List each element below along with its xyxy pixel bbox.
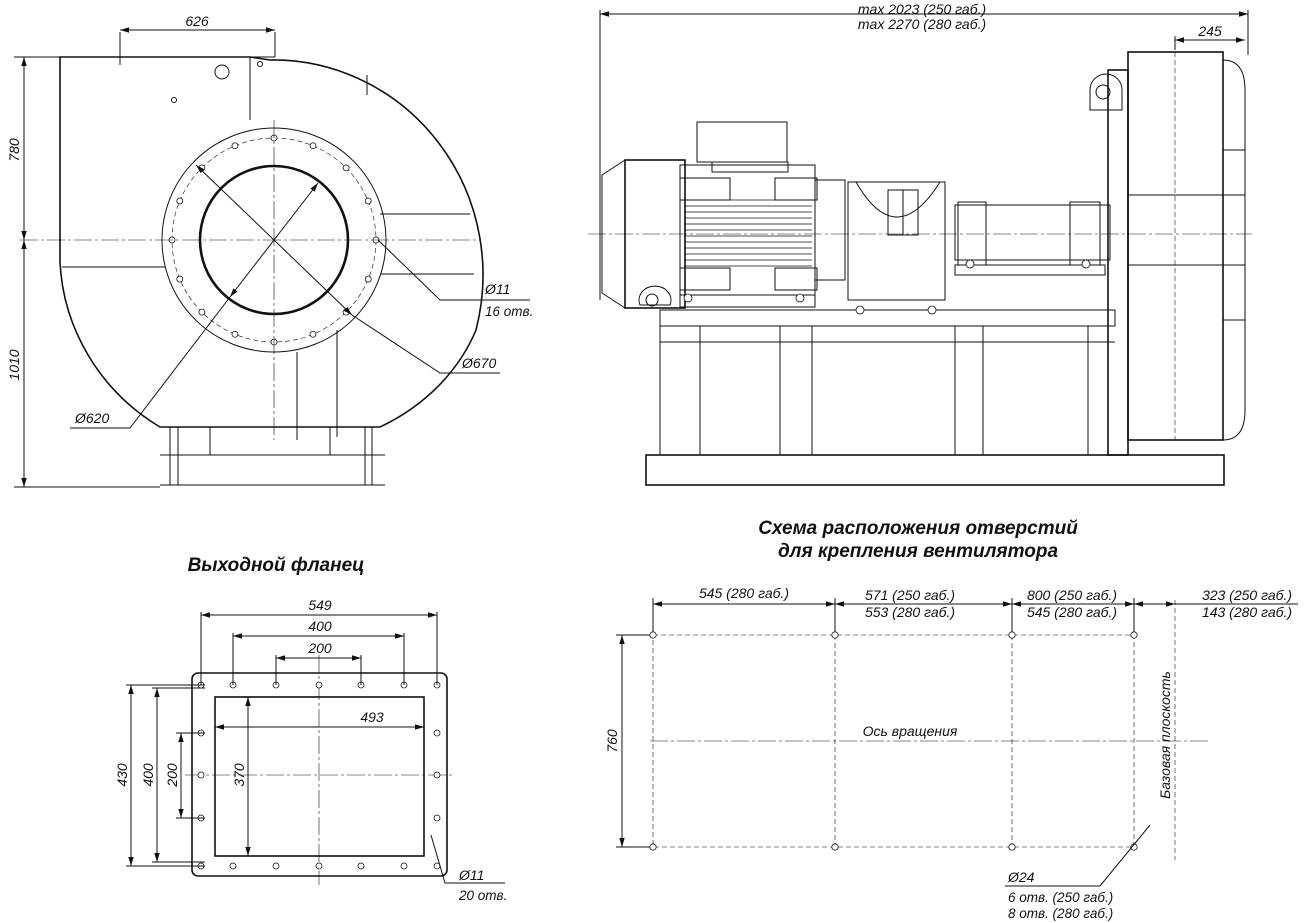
outlet-flange-view: Выходной фланец 549 400 200 493 430 400 … [114,555,507,903]
mount-dim-4a: 323 (250 габ.) [1202,587,1292,603]
inlet-bolt-hole [198,308,206,316]
flange-height-bolt-inner: 200 [164,763,180,788]
dim-width-626: 626 [185,13,209,29]
flange-height-opening: 370 [231,763,247,787]
outlet-flange-title: Выходной фланец [188,555,365,576]
base-plane-label: Базовая плоскость [1157,671,1173,799]
mount-hole [649,843,657,851]
flange-bolt-hole [433,729,441,737]
mount-dim-1: 545 (280 габ.) [699,585,789,601]
inlet-bolt-hole [231,142,239,150]
mount-holes [649,631,1138,851]
mount-height: 760 [604,729,620,753]
mount-dim-2a: 571 (250 габ.) [865,587,955,603]
mount-hole [1008,843,1016,851]
mount-dim-2b: 553 (280 габ.) [865,604,955,620]
flange-bolt-hole [272,862,280,870]
motor-cooling-fins [684,199,812,267]
dim-length-250: max 2023 (250 габ.) [858,1,986,17]
mount-dim-4b: 143 (280 габ.) [1202,604,1292,620]
flange-bolt-hole [433,814,441,822]
dim-lower-1010: 1010 [6,349,22,380]
flange-bolt-hole [357,862,365,870]
flange-bolt-holes [197,681,441,870]
flange-height-outer: 430 [114,763,130,787]
mount-dim-3b: 545 (280 габ.) [1027,604,1117,620]
inlet-bolt-hole [364,275,372,283]
mount-hole [831,631,839,639]
dim-housing-depth: 245 [1197,23,1222,39]
flange-width-opening: 493 [360,709,384,725]
mount-hole [1130,631,1138,639]
flange-bolt-hole [197,771,205,779]
flange-bolt-hole [400,862,408,870]
inlet-bolt-hole [342,164,350,172]
rotation-axis-label: Ось вращения [863,723,958,739]
mount-hole [649,631,657,639]
flange-hole-dia: Ø11 [458,867,484,883]
front-view: 626 780 1010 Ø11 16 отв. Ø670 Ø620 [6,13,533,488]
flange-hole-count: 20 отв. [458,888,507,903]
inlet-bolt-hole [309,142,317,150]
inlet-bolt-hole [364,197,372,205]
flange-bolt-hole [315,681,323,689]
callout-bolt-count: 16 отв. [485,304,533,319]
mount-holes-250: 6 отв. (250 габ.) [1008,890,1113,905]
dim-length-280: max 2270 (280 габ.) [858,16,986,32]
flange-width-outer: 549 [308,597,332,613]
mount-title-line2: для крепления вентилятора [778,541,1059,562]
mount-hole [831,843,839,851]
dim-upper-780: 780 [6,138,22,162]
callout-bolt-dia: Ø11 [484,281,510,297]
inlet-bolt-hole [176,197,184,205]
inlet-bolt-hole [176,275,184,283]
mount-title-line1: Схема расположения отверстий [758,518,1078,539]
flange-bolt-hole [229,862,237,870]
callout-inner-dia: Ø620 [74,410,109,426]
mount-dim-3a: 800 (250 габ.) [1027,587,1117,603]
mount-holes-280: 8 отв. (280 габ.) [1008,906,1113,921]
callout-outer-dia: Ø670 [461,355,496,371]
inlet-bolt-hole [231,330,239,338]
mounting-scheme: Схема расположения отверстий для креплен… [604,518,1298,921]
flange-height-bolt: 400 [140,763,156,787]
mount-hole-dia: Ø24 [1007,869,1035,885]
inlet-bolt-hole [309,330,317,338]
flange-bolt-hole [315,862,323,870]
flange-width-bolt-inner: 200 [307,640,332,656]
flange-width-bolt: 400 [308,618,332,634]
mount-hole [1008,631,1016,639]
side-view: max 2023 (250 габ.) max 2270 (280 габ.) … [588,1,1252,486]
flange-bolt-hole [433,771,441,779]
